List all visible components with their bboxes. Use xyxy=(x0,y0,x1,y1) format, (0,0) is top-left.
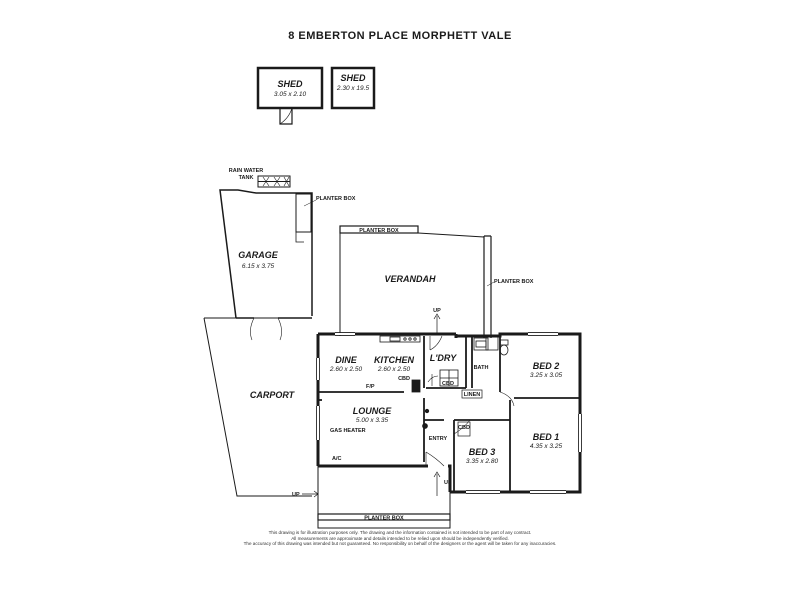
dine-name: DINE xyxy=(335,355,357,365)
interior-walls xyxy=(318,336,580,492)
kitchen-bench xyxy=(379,335,421,393)
up-label-front: UP xyxy=(444,480,452,486)
bed-3-dims: 3.35 x 2.80 xyxy=(466,458,499,465)
shed-1-dims: 3.05 x 2.10 xyxy=(274,91,307,98)
room-labels: SHED 3.05 x 2.10 SHED 2.30 x 19.5 RAIN W… xyxy=(229,73,563,522)
leader-lines xyxy=(303,199,495,287)
shed-2 xyxy=(330,66,376,110)
ac-label: A/C xyxy=(332,456,342,462)
shed-1-name: SHED xyxy=(277,79,303,89)
verandah-name: VERANDAH xyxy=(384,274,436,284)
kitchen-name: KITCHEN xyxy=(374,355,414,365)
rain-tank-label-1: RAIN WATER xyxy=(229,168,263,174)
kitchen-dims: 2.60 x 2.50 xyxy=(377,366,411,373)
doors xyxy=(425,335,445,467)
up-label-verandah: UP xyxy=(433,308,441,314)
shed-1 xyxy=(256,66,324,125)
disclaimer-line-2: All measurements are approximate and det… xyxy=(291,535,509,541)
shed-2-dims: 2.30 x 19.5 xyxy=(336,85,370,92)
cbd-bed3-label: CBD xyxy=(458,425,470,431)
disclaimer-line-3: The accuracy of this drawing was intende… xyxy=(243,541,557,547)
bed-3-name: BED 3 xyxy=(469,447,496,457)
up-arrows xyxy=(302,313,441,498)
lounge-dims: 5.00 x 3.35 xyxy=(356,417,389,424)
window-frames xyxy=(316,332,582,494)
rain-tank-label-2: TANK xyxy=(239,175,254,181)
linen-label: LINEN xyxy=(464,392,481,398)
carport xyxy=(203,317,312,497)
fp-label: F/P xyxy=(366,384,375,390)
hallway-fixtures xyxy=(422,389,515,437)
dine-dims: 2.60 x 2.50 xyxy=(329,366,363,373)
garage-name: GARAGE xyxy=(238,250,278,260)
plan-title: 8 EMBERTON PLACE MORPHETT VALE xyxy=(288,30,512,42)
front-porch xyxy=(317,466,451,529)
planter-box-verandah-label: PLANTER BOX xyxy=(359,228,399,234)
planter-box-garage-label: PLANTER BOX xyxy=(316,196,356,202)
cbd-laundry-label: CBD xyxy=(442,381,454,387)
fixture-labels: UP UP UP CBD CBD CBD LINEN GAS HEATER A/… xyxy=(292,308,480,498)
entry-name: ENTRY xyxy=(429,436,448,442)
shed-2-name: SHED xyxy=(340,73,366,83)
laundry-fixtures xyxy=(427,369,459,387)
rain-water-tank xyxy=(257,175,291,188)
laundry-name: L'DRY xyxy=(430,353,457,363)
verandah xyxy=(339,225,492,338)
bath-fixtures xyxy=(473,335,509,356)
bath-name: BATH xyxy=(474,365,489,371)
windows xyxy=(317,333,581,493)
up-label-carport: UP xyxy=(292,492,300,498)
disclaimer-line-1: This drawing is for illustration purpose… xyxy=(268,530,532,535)
lounge-name: LOUNGE xyxy=(353,406,392,416)
planter-box-side-label: PLANTER BOX xyxy=(494,279,534,285)
cbd-kitchen-label: CBD xyxy=(398,376,410,382)
gas-heater-label: GAS HEATER xyxy=(330,428,366,434)
planter-box-front-label: PLANTER BOX xyxy=(364,516,404,522)
disclaimer: This drawing is for illustration purpose… xyxy=(240,530,560,547)
bed-1-name: BED 1 xyxy=(533,432,560,442)
garage-dims: 6.15 x 3.75 xyxy=(242,263,275,270)
bed-1-dims: 4.35 x 3.25 xyxy=(530,443,563,450)
bed-2-dims: 3.25 x 3.05 xyxy=(530,372,563,379)
carport-name: CARPORT xyxy=(250,390,296,400)
bed-2-name: BED 2 xyxy=(533,361,560,371)
